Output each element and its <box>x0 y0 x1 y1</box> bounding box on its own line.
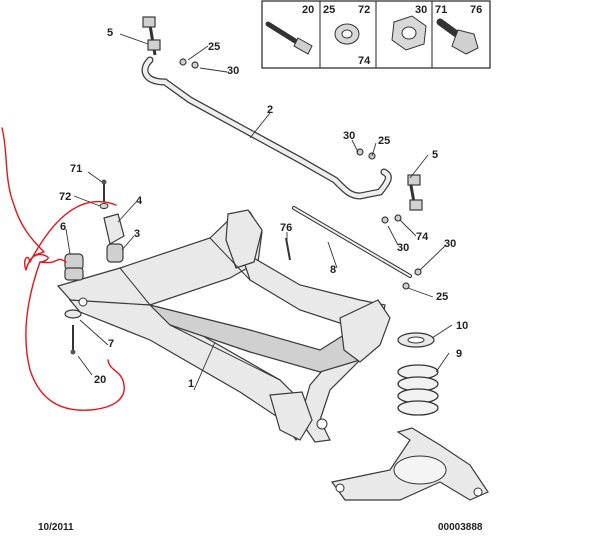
callout-5-right: 5 <box>432 149 438 161</box>
callout-20: 20 <box>94 374 106 386</box>
callout-25-bottom: 25 <box>436 291 448 303</box>
callout-25-right: 25 <box>378 135 390 147</box>
legend-label-72: 72 <box>358 4 370 16</box>
legend-label-71: 71 <box>435 4 447 16</box>
coil-spring <box>397 332 439 416</box>
callout-2: 2 <box>267 104 273 116</box>
legend-label-20: 20 <box>302 4 314 16</box>
legend-label-30: 30 <box>415 4 427 16</box>
callout-5-left: 5 <box>107 27 113 39</box>
drop-link-right <box>356 148 423 224</box>
callout-4: 4 <box>136 195 143 207</box>
nut-icon <box>391 15 427 51</box>
callout-76: 76 <box>280 222 292 234</box>
lower-arm <box>330 427 489 501</box>
legend-label-25: 25 <box>323 4 335 16</box>
callout-7: 7 <box>108 338 114 350</box>
footer-reference: 00003888 <box>438 522 483 533</box>
callout-6: 6 <box>60 221 66 233</box>
callout-72: 72 <box>59 191 71 203</box>
callout-8: 8 <box>330 264 336 276</box>
red-annotation-mark <box>1 127 125 411</box>
link-rod <box>292 206 422 290</box>
callout-30-top: 30 <box>227 65 239 77</box>
hex-bolt-icon <box>436 18 479 55</box>
callout-10: 10 <box>456 320 468 332</box>
callout-3: 3 <box>134 228 140 240</box>
legend-label-74: 74 <box>358 55 371 67</box>
leader-lines <box>65 33 453 391</box>
callout-74: 74 <box>416 231 429 243</box>
callout-25-top: 25 <box>208 41 220 53</box>
callout-30-lower: 30 <box>444 238 456 250</box>
callout-30-right: 30 <box>343 130 355 142</box>
callout-71: 71 <box>70 163 82 175</box>
fastener-legend: 20 25 72 74 30 71 76 <box>261 0 491 69</box>
bolt-icon <box>265 21 313 55</box>
subframe <box>56 209 391 443</box>
legend-label-76: 76 <box>470 4 482 16</box>
washer-icon <box>334 23 360 45</box>
callout-9: 9 <box>456 348 462 360</box>
drop-link-left <box>142 16 199 69</box>
footer-date: 10/2011 <box>38 522 74 533</box>
callout-1: 1 <box>188 378 194 390</box>
anti-roll-bar <box>141 56 392 200</box>
callout-30-mid: 30 <box>397 242 409 254</box>
callout-labels: 1 2 3 4 5 5 6 7 8 9 10 20 25 25 25 30 30… <box>59 27 468 390</box>
